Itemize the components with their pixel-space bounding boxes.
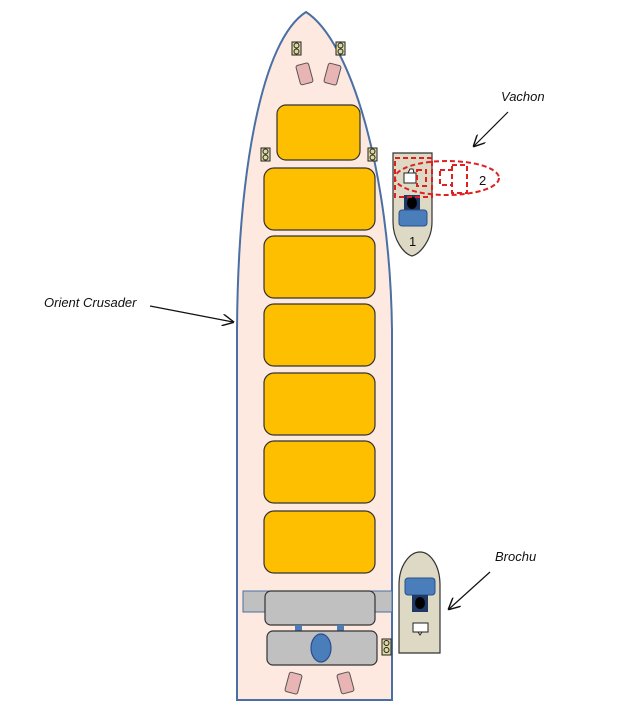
- tug-wheelhouse: [404, 577, 436, 596]
- cargo-hatch-1: [263, 167, 376, 231]
- lifeboat: [295, 62, 314, 86]
- brochu-arrow: [449, 571, 491, 609]
- brochu-label: Brochu: [495, 549, 536, 564]
- tug-wheelhouse: [398, 209, 428, 227]
- position-1-label: 1: [409, 234, 416, 249]
- position-2-label: 2: [479, 173, 486, 188]
- tug-brochu: [398, 551, 441, 654]
- tug-mast: [407, 197, 417, 209]
- lifeboat: [284, 671, 303, 695]
- cargo-hatch-3: [263, 303, 376, 367]
- tug-mast: [415, 597, 425, 609]
- cargo-hatch-4: [263, 372, 376, 436]
- superstructure-upper: [264, 590, 376, 626]
- tug-movement-path: [394, 157, 500, 198]
- connector: [337, 625, 344, 631]
- funnel: [310, 633, 332, 663]
- lifeboat: [336, 671, 355, 695]
- connector: [295, 625, 302, 631]
- vachon-arrow: [474, 111, 509, 146]
- ship-orient-crusader: [236, 10, 393, 701]
- cargo-hatch-2: [263, 235, 376, 299]
- ship-arrow: [149, 305, 233, 322]
- forward-hatch: [276, 104, 361, 161]
- ship-label: Orient Crusader: [44, 295, 137, 310]
- cargo-hatch-6: [263, 510, 376, 574]
- tow-winch: [412, 622, 429, 636]
- bollard-icon: [260, 41, 392, 656]
- tug-vachon: 1 2: [392, 152, 500, 257]
- lifeboat: [323, 62, 342, 86]
- cargo-hatch-5: [263, 440, 376, 504]
- vachon-label: Vachon: [501, 89, 545, 104]
